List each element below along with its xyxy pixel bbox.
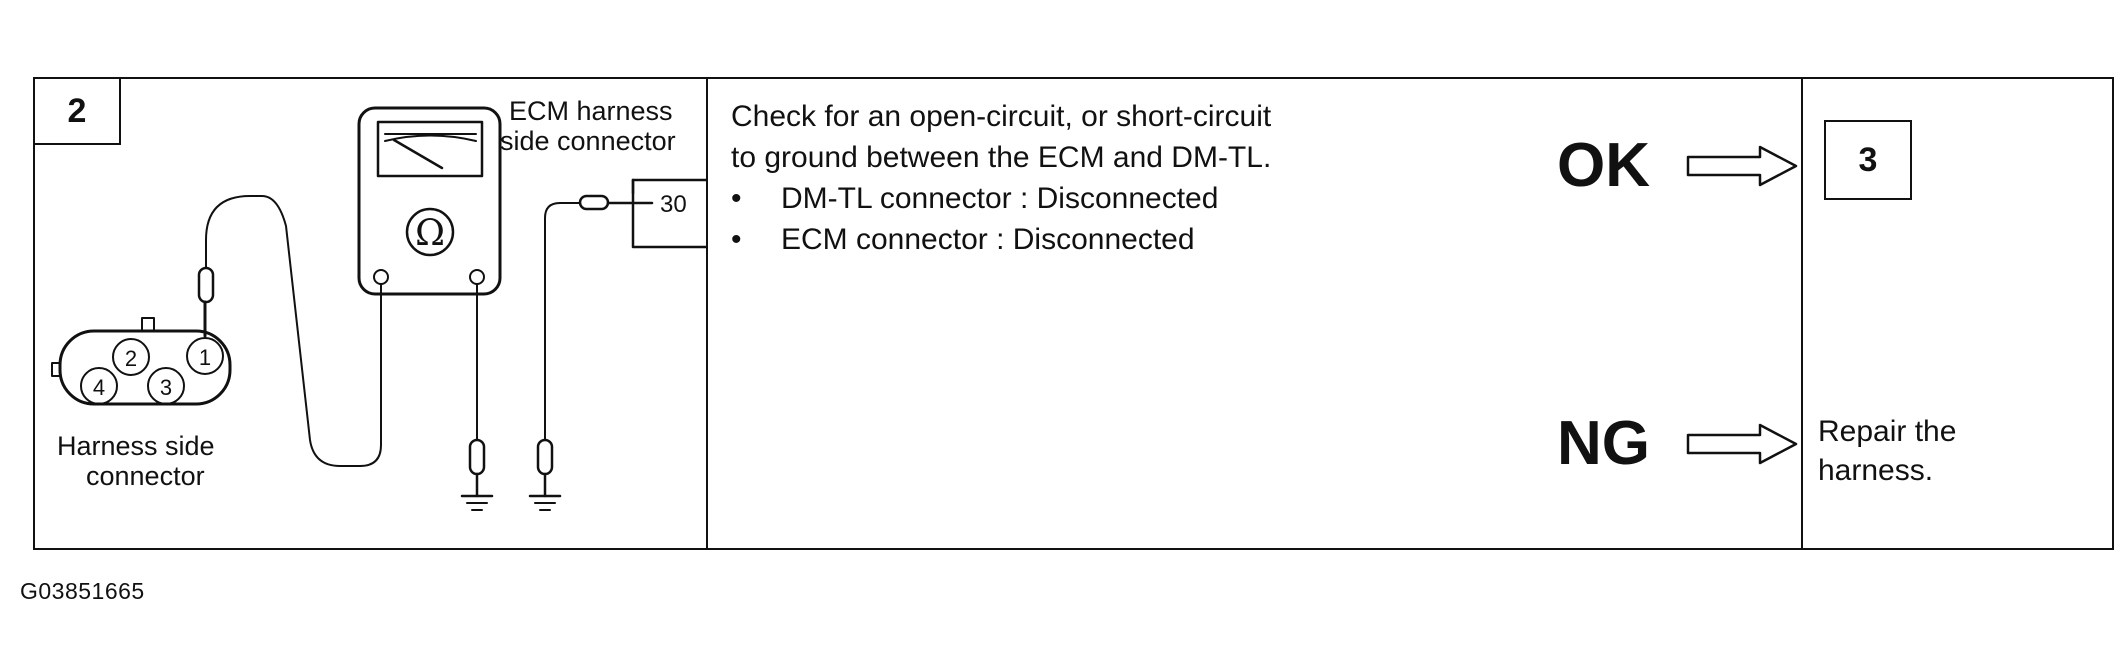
ng-action-line2: harness. (1818, 454, 1934, 487)
pin-4: 4 (93, 375, 105, 400)
harness-label-line2: connector (86, 461, 205, 491)
procedure-table (33, 77, 2114, 550)
ground-probe-2 (536, 438, 554, 498)
ohm-symbol: Ω (415, 213, 445, 254)
instruction-conditions: DM-TL connector : Disconnected ECM conne… (731, 178, 1271, 260)
pin-1: 1 (199, 345, 211, 370)
ecm-connector-label-line2: side connector (500, 126, 676, 156)
connector-icon (51, 317, 232, 406)
ok-result-label: OK (1557, 131, 1650, 200)
arrow-right-icon (1686, 423, 1798, 465)
arrow-right-icon (1686, 145, 1798, 187)
ohmmeter-icon (357, 106, 502, 296)
ecm-connector-label-line1: ECM harness (509, 96, 673, 126)
ecm-terminal-number: 30 (660, 191, 687, 218)
condition-item: ECM connector : Disconnected (731, 219, 1271, 260)
ground-probe-1 (468, 438, 486, 498)
pin-2: 2 (125, 346, 137, 371)
next-step-link[interactable]: 3 (1824, 120, 1912, 200)
column-divider-result (1801, 77, 1803, 550)
figure-id: G03851665 (20, 578, 145, 604)
instruction-text: Check for an open-circuit, or short-circ… (731, 96, 1271, 260)
condition-item: DM-TL connector : Disconnected (731, 178, 1271, 219)
pin-3: 3 (160, 375, 172, 400)
step-number: 2 (35, 79, 121, 145)
instruction-line-2: to ground between the ECM and DM-TL. (731, 141, 1272, 174)
ng-result-label: NG (1557, 409, 1650, 478)
ground-symbol-icon (460, 494, 494, 511)
ng-action: Repair the harness. (1818, 412, 1956, 490)
instruction-line-1: Check for an open-circuit, or short-circ… (731, 100, 1272, 133)
harness-label-line1: Harness side (57, 431, 215, 461)
ground-symbol-icon (528, 494, 562, 511)
ng-action-line1: Repair the (1818, 415, 1957, 448)
test-probe-icon (197, 195, 263, 338)
column-divider-diagram (706, 77, 708, 550)
